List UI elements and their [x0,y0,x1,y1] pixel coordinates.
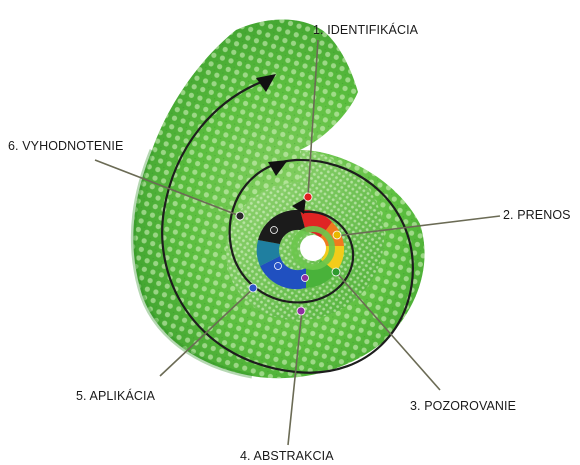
dot-abstrakcia-inner [302,275,309,282]
dot-aplikacia [249,284,257,292]
label-aplikacia: 5. APLIKÁCIA [76,388,156,403]
dot-prenos [333,231,341,239]
dot-abstrakcia [297,307,305,315]
color-wheel [257,210,344,289]
dot-pozorovanie [332,268,340,276]
label-vyhodnotenie: 6. VYHODNOTENIE [8,139,123,153]
dot-identifikacia [304,193,312,201]
dot-aplikacia-inner [275,263,282,270]
label-prenos: 2. PRENOS [503,208,571,222]
dot-vyhodnotenie-inner [271,227,278,234]
label-identifikacia: 1. IDENTIFIKÁCIA [313,22,419,37]
shell-body [133,19,424,378]
label-abstrakcia: 4. ABSTRAKCIA [240,449,334,463]
dot-vyhodnotenie [236,212,244,220]
label-pozorovanie: 3. POZOROVANIE [410,399,516,413]
shell-center-hole [300,235,326,261]
